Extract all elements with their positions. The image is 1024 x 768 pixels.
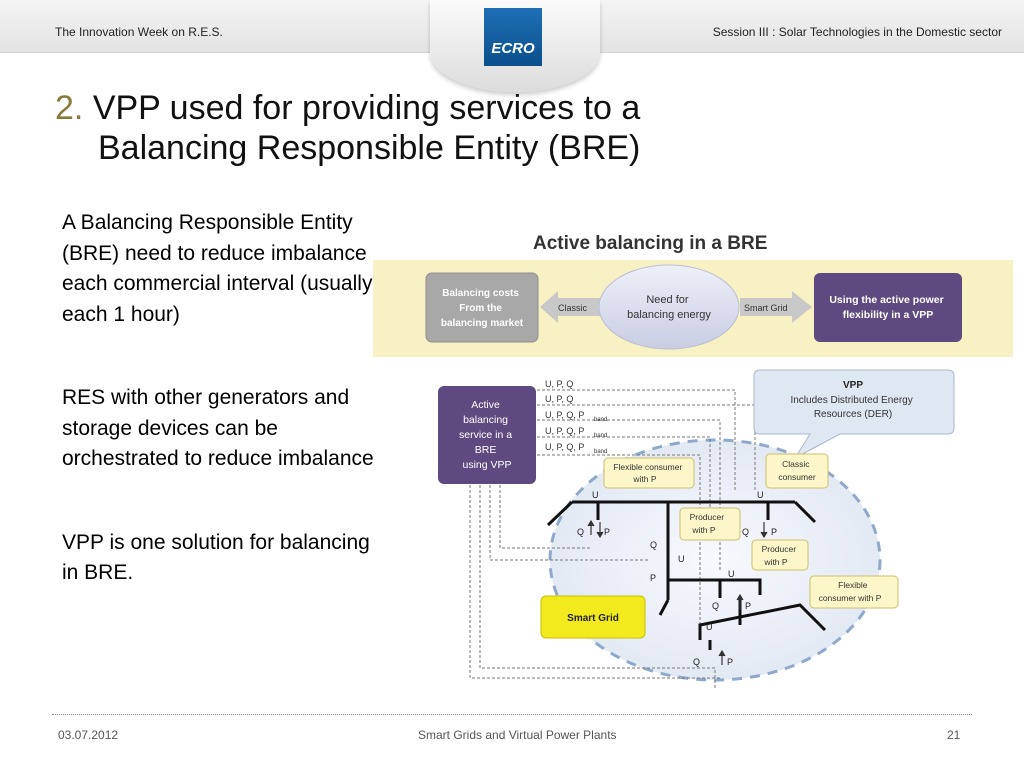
smart-grid-box [540, 595, 646, 639]
balancing-costs-box [425, 272, 539, 343]
svg-text:Balancing costs From the: Balancing costs From the balancing marke… [441, 288, 524, 329]
producer-callout-1 [679, 507, 741, 541]
vpp-desc-1: Includes Distributed Energy [790, 395, 912, 406]
need-for-label: Need for [646, 294, 689, 306]
ecro-logo [484, 8, 542, 66]
signal-label-5: U, P, Q, P [545, 442, 584, 452]
flow-arrows [587, 519, 768, 665]
classic-label: Classic [558, 303, 588, 313]
header-event-title: The Innovation Week on R.E.S. [55, 25, 223, 39]
label-qm: Q [693, 657, 700, 667]
slide-title: 2. VPP used for providing services to a … [55, 88, 640, 168]
diagram-title: Active balancing in a BRE [533, 233, 767, 254]
paragraph-res: RES with other generators and storage de… [62, 386, 374, 470]
balancing-costs-line-2: From the [459, 303, 502, 314]
balancing-costs-line-3: balancing market [441, 318, 524, 329]
active-power-line-1: Using the active power [829, 294, 943, 306]
title-line-1: VPP used for providing services to a [92, 89, 641, 127]
producer2-line-1: Producer [762, 544, 797, 554]
svg-text:Flexible consumer with P: Flexible consumer with P [613, 462, 684, 484]
signal-label-3-band: band [594, 417, 607, 423]
producer1-line-1: Producer [690, 512, 725, 522]
producer2-line-2: with P [763, 557, 787, 567]
svg-text:Flexible consumer with P: Flexible consumer with P [819, 580, 882, 603]
signal-label-2: U, P, Q [545, 394, 573, 404]
signal-label-1: U, P, Q [545, 379, 573, 389]
balancing-energy-label: balancing energy [627, 309, 711, 321]
need-balancing-ellipse [598, 264, 740, 350]
active-balancing-box [438, 386, 536, 484]
grid-lines [546, 500, 827, 650]
svg-text:Includes Distributed Energy: Includes Distributed Energy Resources (D… [790, 395, 915, 420]
label-um: U [706, 622, 713, 632]
classic-arrow [540, 291, 604, 323]
signal-label-4-band: band [594, 433, 607, 439]
producer1-line-2: with P [691, 525, 715, 535]
label-ps: P [604, 527, 610, 537]
signal-label-5-band: band [594, 449, 607, 455]
smart-grid-arrow-label: Smart Grid [744, 303, 788, 313]
label-pj: P [650, 573, 656, 583]
vpp-cloud [548, 438, 882, 682]
page-number: 21 [947, 728, 961, 742]
active-line-2: balancing [463, 414, 508, 426]
smart-grid-arrow [740, 291, 812, 323]
header-session-title: Session III : Solar Technologies in the … [712, 25, 1002, 39]
title-line-2: Balancing Responsible Entity (BRE) [98, 129, 641, 167]
vpp-callout [753, 369, 955, 460]
flexible-consumer-callout [603, 457, 695, 489]
label-us: U [592, 490, 599, 500]
paragraph-bre: A Balancing Responsible Entity (BRE) nee… [62, 211, 373, 326]
label-uj: U [678, 554, 685, 564]
svg-text:Producer with P: Producer with P [762, 544, 799, 567]
active-line-5: using VPP [462, 459, 511, 471]
svg-text:Producer with P: Producer with P [690, 512, 727, 535]
active-power-box [814, 273, 962, 342]
flexible-consumer-callout-2 [809, 575, 899, 609]
label-ui: U [757, 490, 764, 500]
label-qi: Q [742, 527, 749, 537]
title-number: 2. [55, 89, 84, 127]
flex1-line-2: with P [632, 474, 656, 484]
active-power-line-2: flexibility in a VPP [843, 309, 933, 321]
active-line-4: BRE [475, 444, 497, 456]
footer-title: Smart Grids and Virtual Power Plants [418, 728, 617, 742]
flex1-line-1: Flexible consumer [613, 462, 682, 472]
svg-text:Classic consumer: Classic consumer [778, 459, 815, 482]
label-pi: P [771, 527, 777, 537]
footer-date: 03.07.2012 [58, 728, 119, 742]
label-pm: P [727, 657, 733, 667]
active-line-1: Active [471, 399, 500, 411]
svg-text:Need for balancing energy: Need for balancing energy [627, 294, 711, 321]
classic-consumer-callout [765, 453, 829, 489]
flex2-line-2: consumer with P [819, 593, 882, 603]
vpp-title: VPP [843, 380, 863, 391]
label-qj: Q [650, 540, 657, 550]
label-qs: Q [577, 527, 584, 537]
balancing-costs-line-1: Balancing costs [442, 288, 519, 299]
signal-label-3: U, P, Q, P [545, 410, 584, 420]
classic-consumer-line-2: consumer [778, 472, 815, 482]
producer-callout-2 [751, 539, 809, 571]
label-pk: P [745, 601, 751, 611]
body-text: A Balancing Responsible Entity (BRE) nee… [62, 208, 382, 642]
label-qk: Q [712, 601, 719, 611]
vpp-desc-2: Resources (DER) [814, 409, 892, 420]
classic-consumer-line-1: Classic [782, 459, 810, 469]
active-line-3: service in a [459, 429, 512, 441]
footer-divider [52, 714, 972, 715]
signal-label-4: U, P, Q, P [545, 426, 584, 436]
flex2-line-1: Flexible [838, 580, 868, 590]
paragraph-vpp: VPP is one solution for balancing in BRE… [62, 530, 370, 585]
svg-text:Using the active power fle: Using the active power flexibility in a … [829, 294, 946, 321]
smart-grid-box-label: Smart Grid [567, 613, 619, 624]
svg-text:Active balancing servi: Active balancing service in a BRE using … [459, 399, 515, 471]
label-uk: U [728, 569, 735, 579]
ecro-logo-text: ECRO [491, 40, 535, 57]
